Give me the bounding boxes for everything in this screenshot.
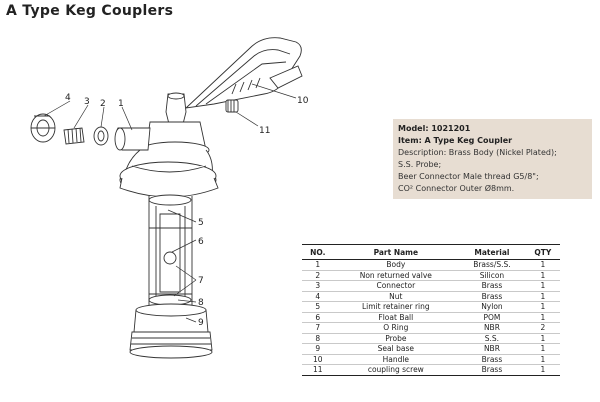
cell-material: Brass — [458, 291, 526, 302]
cell-material: NBR — [458, 322, 526, 334]
cell-part-name: Body — [333, 259, 459, 271]
cell-material: Brass — [458, 364, 526, 376]
cell-part-name: Limit retainer ring — [333, 301, 459, 313]
cell-part-name: Seal base — [333, 343, 459, 355]
callout-3: 3 — [84, 97, 90, 107]
cell-no: 9 — [302, 343, 334, 355]
cell-material: NBR — [458, 343, 526, 355]
description-line-2: S.S. Probe; — [398, 160, 442, 169]
cell-material: Brass/S.S. — [458, 259, 526, 271]
model-number: Model: 1021201 — [398, 124, 471, 133]
body-part — [114, 92, 219, 198]
product-info-box: Model: 1021201 Item: A Type Keg Coupler … — [393, 119, 592, 199]
cell-part-name: Handle — [333, 354, 459, 365]
cell-material: POM — [458, 312, 526, 323]
header-qty: QTY — [525, 244, 560, 260]
header-part-name: Part Name — [333, 244, 459, 260]
cell-qty: 1 — [525, 259, 560, 271]
item-name: Item: A Type Keg Coupler — [398, 136, 513, 145]
cell-qty: 1 — [525, 364, 560, 376]
callout-1: 1 — [118, 99, 124, 109]
cell-qty: 1 — [525, 312, 560, 323]
nut-part — [30, 113, 56, 143]
cell-qty: 2 — [525, 322, 560, 334]
cell-qty: 1 — [525, 343, 560, 355]
cell-no: 8 — [302, 333, 334, 344]
header-material: Material — [458, 244, 526, 260]
callout-8: 8 — [198, 298, 204, 308]
cell-material: S.S. — [458, 333, 526, 344]
cell-part-name: Probe — [333, 333, 459, 344]
cell-material: Brass — [458, 354, 526, 365]
cell-no: 4 — [302, 291, 334, 302]
cell-no: 3 — [302, 280, 334, 292]
cell-material: Nylon — [458, 301, 526, 313]
cell-qty: 1 — [525, 354, 560, 365]
cell-part-name: Float Ball — [333, 312, 459, 323]
callout-7: 7 — [198, 276, 204, 286]
description-line-3: Beer Connector Male thread G5/8"; — [398, 172, 539, 181]
cell-part-name: coupling screw — [333, 364, 459, 376]
cell-part-name: O Ring — [333, 322, 459, 334]
cell-no: 5 — [302, 301, 334, 313]
cell-qty: 1 — [525, 291, 560, 302]
callout-4: 4 — [65, 93, 71, 103]
handle-part — [184, 37, 303, 109]
header-no: NO. — [302, 244, 334, 260]
callout-10: 10 — [297, 96, 309, 106]
cell-no: 11 — [302, 364, 334, 376]
callout-9: 9 — [198, 318, 204, 328]
callout-6: 6 — [198, 237, 204, 247]
cell-material: Brass — [458, 280, 526, 292]
cell-qty: 1 — [525, 280, 560, 292]
cell-part-name: Nut — [333, 291, 459, 302]
cell-no: 7 — [302, 322, 334, 334]
cell-no: 2 — [302, 270, 334, 281]
cell-part-name: Connector — [333, 280, 459, 292]
probe-part — [148, 194, 193, 309]
cell-no: 1 — [302, 259, 334, 271]
description-line-1: Description: Brass Body (Nickel Plated); — [398, 148, 557, 157]
callout-11: 11 — [259, 126, 270, 136]
callout-5: 5 — [198, 218, 204, 228]
description-line-4: CO² Connector Outer Ø8mm. — [398, 184, 515, 193]
cell-qty: 1 — [525, 270, 560, 281]
seal-base-part — [129, 303, 213, 359]
coupling-screw-part — [225, 99, 239, 113]
callout-2: 2 — [100, 99, 106, 109]
connector-part — [63, 127, 85, 145]
page-title: A Type Keg Couplers — [6, 3, 174, 19]
cell-qty: 1 — [525, 301, 560, 313]
cell-material: Silicon — [458, 270, 526, 281]
valve-part — [93, 126, 109, 146]
cell-no: 10 — [302, 354, 334, 365]
table-header-row: NO. Part Name Material QTY — [302, 244, 560, 260]
cell-part-name: Non returned valve — [333, 270, 459, 281]
cell-qty: 1 — [525, 333, 560, 344]
cell-no: 6 — [302, 312, 334, 323]
